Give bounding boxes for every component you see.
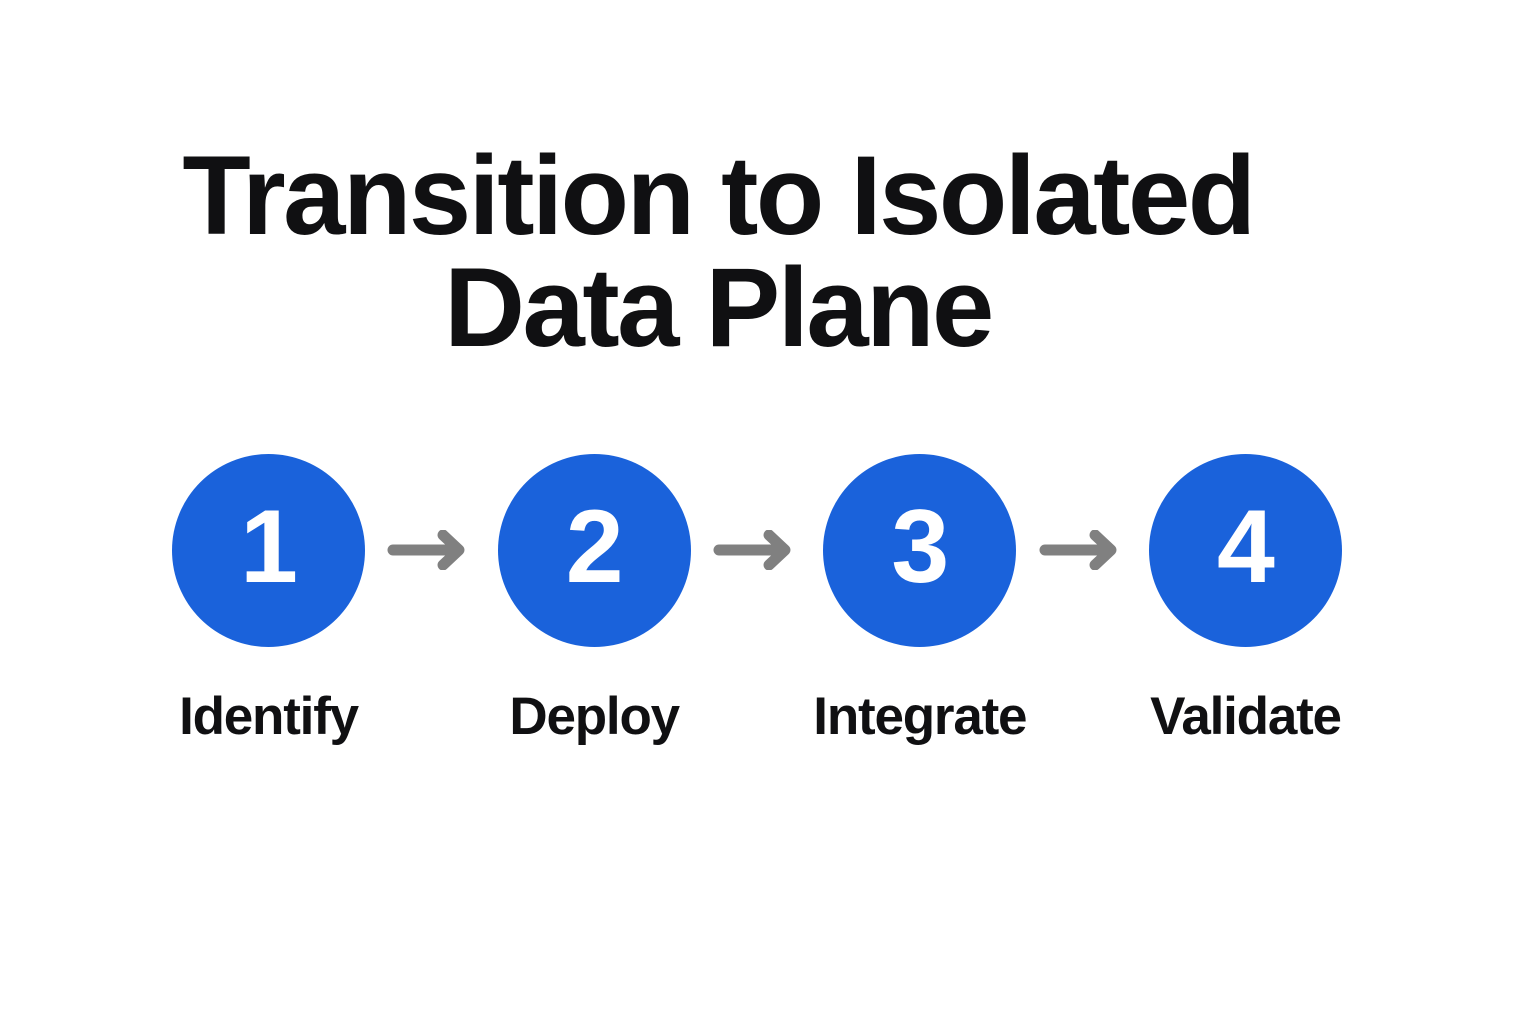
step-label-identify: Identify — [179, 686, 359, 746]
page-title-line-1: Transition to Isolated — [182, 133, 1256, 258]
arrow-right-icon-3 — [1039, 520, 1127, 580]
step-circle-4[interactable]: 4 — [1148, 453, 1342, 647]
process-step-3[interactable]: 3 Integrate — [813, 453, 1028, 743]
step-label-deploy: Deploy — [509, 686, 680, 746]
step-label-validate: Validate — [1150, 686, 1342, 746]
process-step-1[interactable]: 1 Identify — [172, 453, 365, 743]
step-circle-3[interactable]: 3 — [823, 453, 1017, 647]
arrow-right-icon-1 — [387, 520, 475, 580]
step-number-1: 1 — [240, 489, 298, 605]
process-steps-row: 1 Identify 2 Deploy 3 I — [172, 450, 1342, 743]
process-step-4[interactable]: 4 Validate — [1148, 453, 1342, 743]
page-title: Transition to Isolated Data Plane — [0, 140, 1436, 364]
step-label-integrate: Integrate — [813, 686, 1027, 746]
page-title-line-2: Data Plane — [444, 245, 994, 370]
step-number-4: 4 — [1217, 489, 1275, 605]
process-step-2[interactable]: 2 Deploy — [497, 453, 691, 743]
step-circle-1[interactable]: 1 — [172, 453, 365, 647]
step-number-3: 3 — [891, 489, 949, 605]
step-number-2: 2 — [565, 489, 624, 605]
arrow-right-icon-2 — [713, 520, 801, 580]
step-circle-2[interactable]: 2 — [497, 453, 691, 647]
